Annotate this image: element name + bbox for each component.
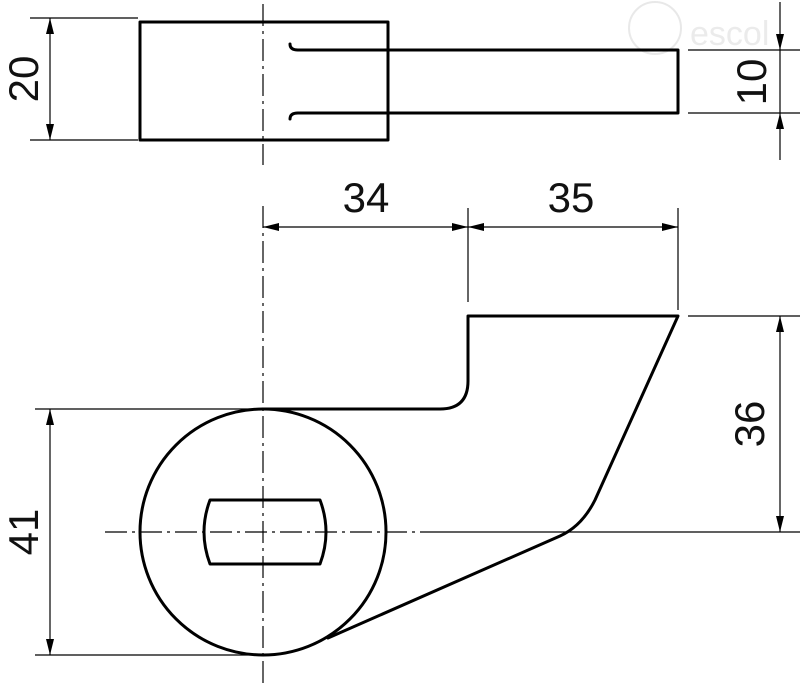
top-view-slot-lower (288, 111, 390, 121)
top-view-slot-upper (288, 42, 390, 52)
top-view-arm (386, 48, 680, 115)
dim-circle-diameter-label: 41 (0, 509, 47, 556)
dim-arm-thickness: 10 (688, 2, 800, 160)
dim-top-height: 20 (0, 17, 138, 141)
dim-arm-height: 36 (425, 315, 800, 533)
dim-arm-height-label: 36 (726, 401, 773, 448)
watermark: escol (628, 1, 769, 55)
dim-horizontal: 34 35 (263, 174, 679, 310)
top-view-hub (138, 20, 390, 142)
dim-step-to-end-label: 35 (548, 174, 595, 221)
dim-arm-thickness-label: 10 (728, 59, 775, 106)
watermark-logo-icon (628, 1, 682, 55)
top-view: 20 10 (0, 2, 800, 165)
front-view-slot (202, 498, 328, 566)
dim-center-to-step-label: 34 (343, 174, 390, 221)
front-view: 34 35 36 41 (0, 174, 800, 683)
front-view-arm-outline (261, 314, 680, 640)
dim-top-height-label: 20 (0, 56, 47, 103)
dim-circle-diameter: 41 (0, 408, 263, 656)
watermark-text: escol (690, 15, 769, 53)
